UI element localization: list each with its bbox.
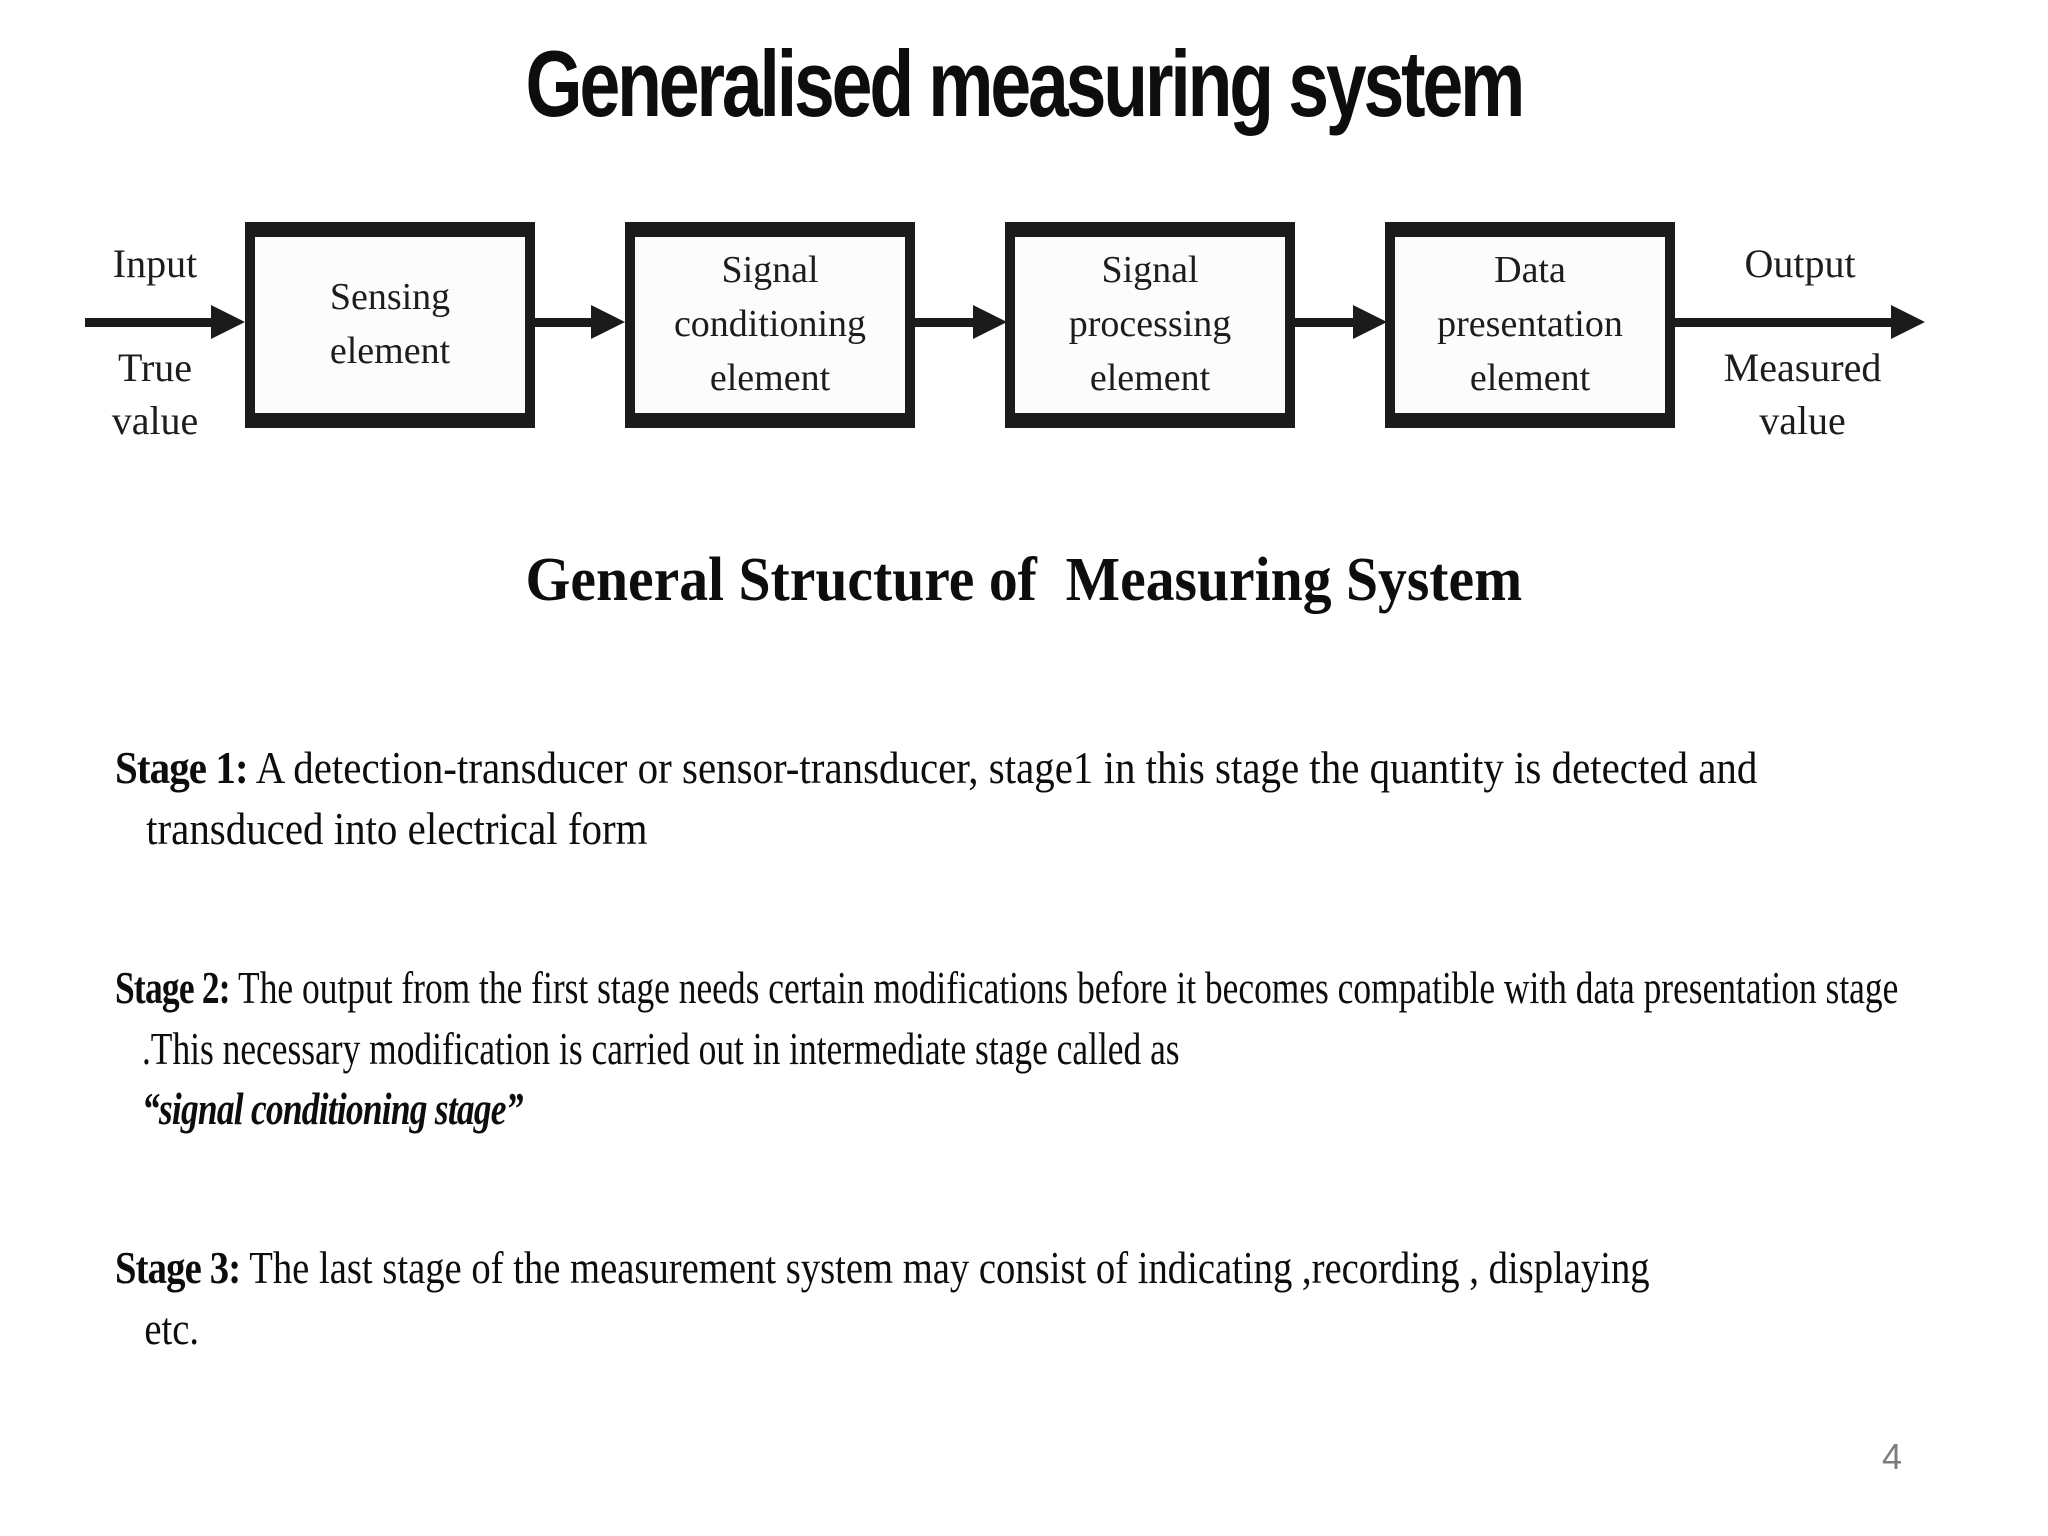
stage-1-text: A detection-transducer or sensor-transdu… <box>146 742 1758 854</box>
signal-conditioning-element-box: Signal conditioning element <box>625 222 915 428</box>
arrow-head-icon <box>591 305 625 339</box>
stage-3-text-continued: etc. <box>144 1302 200 1354</box>
stage-2-text: The output from the first stage needs ce… <box>141 962 1899 1074</box>
slide-title: Generalised measuring system <box>0 30 2048 138</box>
stage-1-label: Stage 1: <box>115 742 249 793</box>
section-subtitle-text: General Structure of Measuring System <box>525 546 1523 614</box>
arrow-shaft <box>85 318 215 327</box>
output-label: Output <box>1744 241 1856 286</box>
arrow-head-icon <box>211 305 245 339</box>
stage-1-paragraph: Stage 1: A detection-transducer or senso… <box>115 738 1891 859</box>
stage-2-paragraph: Stage 2: The output from the first stage… <box>115 958 1936 1140</box>
sensing-element-box: Sensing element <box>245 222 535 428</box>
signal-processing-element-box: Signal processing element <box>1005 222 1295 428</box>
true-value-label: True value <box>111 345 199 443</box>
arrow-shaft <box>1295 318 1353 327</box>
page-number: 4 <box>1882 1436 1903 1477</box>
data-presentation-element-box: Data presentation element <box>1385 222 1675 428</box>
arrow-shaft <box>915 318 973 327</box>
arrow-shaft <box>535 318 593 327</box>
measuring-system-diagram: Input True value Sensing element Signal … <box>0 160 2048 470</box>
input-label: Input <box>112 241 198 286</box>
stage-2-label: Stage 2: <box>115 962 231 1013</box>
measured-value-label: Measured value <box>1723 345 1882 443</box>
arrow-head-icon <box>1353 305 1387 339</box>
arrow-head-icon <box>1891 305 1925 339</box>
stage-3-paragraph: Stage 3: The last stage of the measureme… <box>115 1238 1908 1359</box>
arrow-shaft <box>1675 318 1891 327</box>
arrow-head-icon <box>973 305 1007 339</box>
section-subtitle: General Structure of Measuring System <box>0 545 2048 616</box>
slide-title-text: Generalised measuring system <box>525 31 1526 136</box>
stage-3-label: Stage 3: <box>115 1242 241 1293</box>
stage-3-text: The last stage of the measurement system… <box>249 1242 1650 1293</box>
stage-2-quote: “signal conditioning stage” <box>141 1083 523 1135</box>
